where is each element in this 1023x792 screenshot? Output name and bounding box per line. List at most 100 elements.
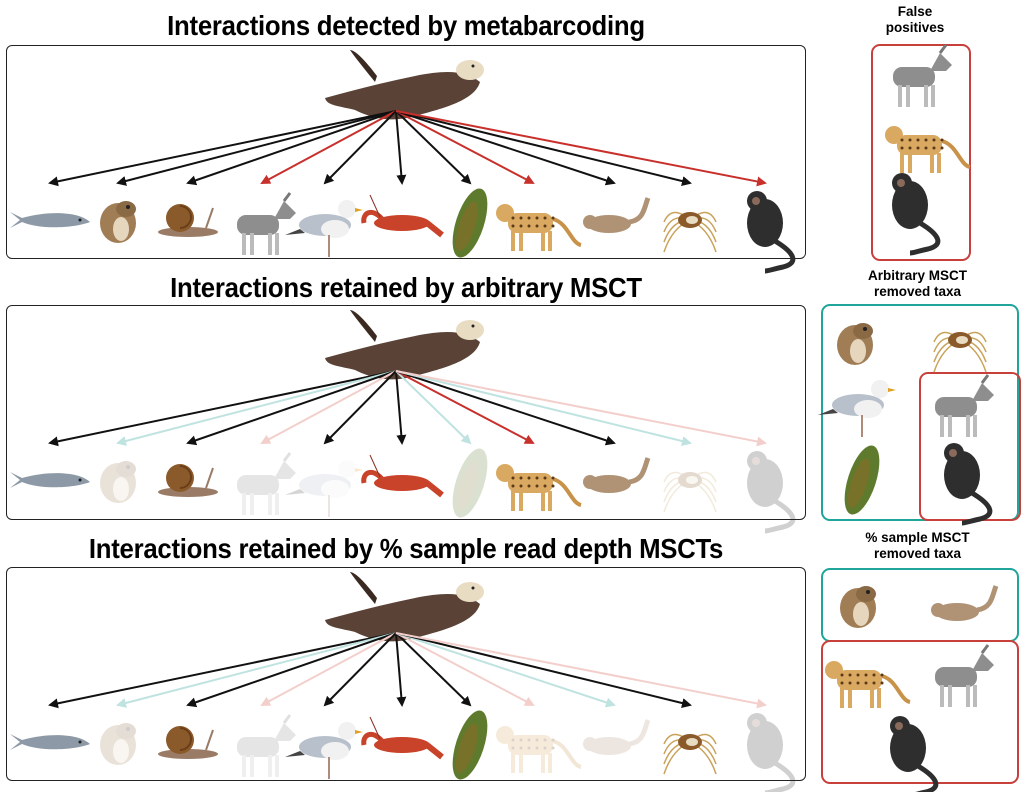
arrow-salmon: [48, 632, 397, 709]
panel-2-network: [10, 310, 796, 534]
predator-sea-otter: [325, 572, 484, 642]
arrow-salmon: [48, 370, 397, 447]
fp-donkey: [893, 44, 952, 107]
arrow-vole: [395, 632, 616, 708]
arrow-mussel: [395, 632, 472, 707]
predator-sea-otter: [325, 50, 484, 120]
arrow-ocelot: [395, 632, 535, 706]
prey-spider: [663, 733, 717, 775]
arrow-spider: [395, 370, 692, 446]
fp-monkey: [892, 173, 941, 256]
arb-monkey: [944, 443, 993, 526]
percent-false-box: [821, 640, 1019, 784]
arrow-snail: [186, 110, 397, 186]
pct-donkey: [935, 644, 994, 707]
pct-frog: [840, 586, 876, 628]
prey-salmon: [10, 212, 90, 228]
prey-ocelot: [496, 726, 582, 773]
prey-mussel: [452, 188, 488, 258]
false-positives-title: False positives: [840, 4, 990, 36]
arrow-frog: [116, 632, 397, 708]
false-positives-title-line2: positives: [885, 20, 945, 35]
prey-mussel: [452, 710, 488, 780]
percent-removed-title: % sample MSCT removed taxa: [830, 530, 1005, 562]
arb-frog: [837, 323, 873, 365]
prey-ocelot: [496, 464, 582, 511]
panel-1-title: Interactions detected by metabarcoding: [167, 10, 645, 41]
prey-snail: [158, 204, 218, 237]
arb-gull: [818, 380, 896, 437]
prey-frog: [100, 201, 136, 243]
pct-vole: [931, 585, 999, 621]
false-positives-box: [871, 44, 971, 261]
arrow-spider: [395, 110, 692, 186]
percent-removed-title-line1: % sample MSCT: [865, 530, 970, 545]
prey-snail: [158, 726, 218, 759]
prey-crayfish: [361, 454, 444, 498]
arrow-donkey: [260, 370, 397, 444]
arrow-monkey: [395, 370, 767, 447]
arrow-donkey: [260, 110, 397, 184]
arrow-donkey: [260, 632, 397, 706]
arbitrary-removed-title-line2: removed taxa: [873, 284, 962, 299]
arrow-crayfish: [395, 370, 407, 445]
prey-monkey: [747, 713, 796, 792]
arb-spider: [933, 331, 987, 373]
arb-donkey: [935, 374, 994, 437]
arrow-gull: [323, 110, 397, 185]
prey-frog: [100, 461, 136, 503]
prey-gull: [285, 722, 363, 779]
panel-1-network: [10, 50, 796, 274]
fp-ocelot: [885, 126, 971, 173]
arbitrary-removed-title-line1: Arbitrary MSCT: [867, 268, 967, 283]
prey-frog: [100, 723, 136, 765]
arrow-mussel: [395, 110, 472, 185]
prey-mussel: [452, 448, 488, 518]
arrow-monkey: [395, 632, 767, 709]
arbitrary-true-box: [821, 304, 1019, 521]
prey-monkey: [747, 191, 796, 274]
prey-donkey: [237, 192, 296, 255]
prey-spider: [663, 211, 717, 253]
predator-sea-otter: [325, 310, 484, 380]
arrow-gull: [323, 370, 397, 445]
prey-vole: [583, 719, 651, 755]
prey-donkey: [237, 452, 296, 515]
prey-crayfish: [361, 716, 444, 760]
prey-salmon: [10, 734, 90, 750]
arrow-monkey: [395, 110, 767, 187]
arrow-frog: [116, 370, 397, 446]
arrow-crayfish: [395, 632, 407, 707]
arrow-salmon: [48, 110, 397, 187]
prey-snail: [158, 464, 218, 497]
false-positives-title-line1: False: [897, 4, 933, 19]
pct-monkey: [890, 716, 939, 792]
arrow-snail: [186, 370, 397, 446]
prey-vole: [583, 457, 651, 493]
arrow-vole: [395, 110, 616, 186]
arbitrary-removed-title: Arbitrary MSCT removed taxa: [830, 268, 1005, 300]
percent-removed-title-line2: removed taxa: [873, 546, 962, 561]
arrow-ocelot: [395, 370, 535, 444]
prey-gull: [285, 200, 363, 257]
arrow-vole: [395, 370, 616, 446]
arrow-gull: [323, 632, 397, 707]
prey-crayfish: [361, 194, 444, 238]
prey-donkey: [237, 714, 296, 777]
prey-spider: [663, 471, 717, 513]
arrow-spider: [395, 632, 692, 708]
arrow-crayfish: [395, 110, 407, 185]
prey-gull: [285, 460, 363, 517]
arrow-frog: [116, 110, 397, 186]
prey-monkey: [747, 451, 796, 534]
arrow-ocelot: [395, 110, 535, 184]
panel-3-network: [10, 572, 796, 792]
arb-mussel: [844, 445, 880, 515]
panel-2-title: Interactions retained by arbitrary MSCT: [170, 272, 642, 303]
pct-ocelot: [825, 661, 911, 708]
arrow-snail: [186, 632, 397, 708]
panel-3-title: Interactions retained by % sample read d…: [88, 533, 724, 564]
arrow-mussel: [395, 370, 472, 445]
prey-salmon: [10, 472, 90, 488]
